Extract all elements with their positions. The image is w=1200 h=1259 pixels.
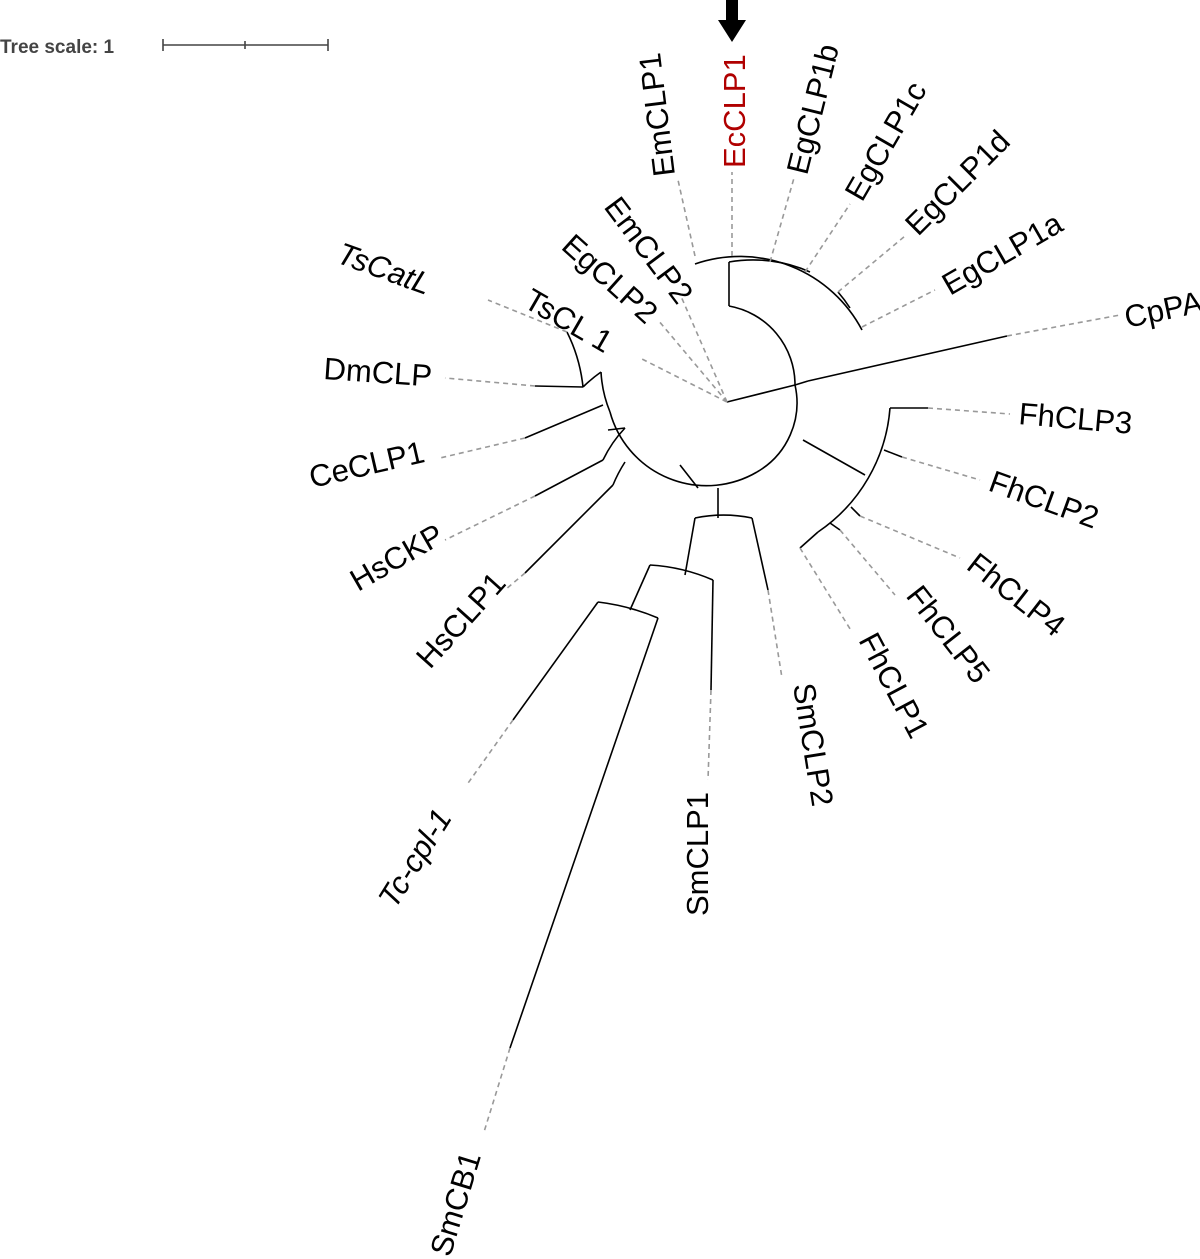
leaf-label-smclp2: SmCLP2 (786, 681, 840, 809)
leader-egclp1d (837, 235, 906, 293)
leaf-label-fhclp4: FhCLP4 (961, 546, 1072, 644)
branch (534, 385, 584, 388)
leaf-label-tscatl: TsCatL (333, 236, 436, 302)
leader-fhclp5 (839, 529, 896, 596)
leader-tc-cpl-1 (465, 719, 514, 787)
leaf-label-hsckp: HsCKP (344, 517, 450, 598)
branch-arc (694, 255, 863, 331)
leader-tscl1 (639, 357, 728, 403)
branch-arc (612, 461, 626, 486)
branch-arc (566, 331, 584, 388)
branch (850, 506, 861, 517)
branch-arc (600, 371, 611, 413)
leader-emclp1 (677, 179, 696, 257)
leaf-labels: EmCLP1 EcCLP1 EgCLP1b EgCLP1c EgCLP1d Eg… (306, 40, 1200, 1259)
arrow-head (718, 20, 746, 42)
leader-dmclp (444, 377, 536, 387)
branch (726, 384, 796, 403)
branch (802, 439, 866, 476)
branch (883, 449, 903, 458)
branch (524, 484, 614, 574)
leaf-label-fhclp5: FhCLP5 (899, 579, 997, 690)
branch-arc (728, 305, 796, 386)
leader-smclp1 (707, 689, 712, 781)
branch-arc (609, 411, 758, 487)
leaf-label-egclp1a: EgCLP1a (936, 205, 1069, 302)
branch-arc (649, 564, 714, 581)
branch-arc (602, 427, 626, 461)
branch (684, 517, 696, 576)
branch-arc (817, 407, 891, 533)
leaf-label-dmclp: DmCLP (323, 351, 434, 393)
leaf-label-fhclp1: FhCLP1 (852, 627, 936, 744)
leader-egclp1a (861, 289, 936, 328)
leader-emclp2 (679, 293, 728, 403)
leader-ceclp1 (439, 437, 526, 459)
leaf-label-egclp1c: EgCLP1c (838, 76, 934, 207)
leader-fhclp1 (799, 547, 853, 633)
branch-arc (694, 514, 753, 519)
branch (607, 427, 626, 431)
branch (807, 335, 1008, 382)
branch (710, 579, 714, 691)
leaf-label-egclp1d: EgCLP1d (898, 123, 1017, 242)
leaf-label-smclp1: SmCLP1 (680, 792, 715, 916)
branch (751, 517, 769, 591)
branch-arc (582, 371, 602, 388)
leaf-label-egclp1b: EgCLP1b (780, 40, 846, 177)
leader-cppap (1006, 314, 1121, 337)
leader-fhclp3 (927, 407, 1011, 415)
leader-egclp1b (769, 177, 795, 263)
branch (512, 601, 599, 721)
leader-smclp2 (767, 589, 783, 679)
highlight-arrow-icon (718, 0, 746, 42)
branch (799, 531, 819, 549)
leader-fhclp2 (901, 456, 981, 481)
branch (794, 380, 809, 386)
branch-arc (756, 384, 798, 473)
tree-branches (509, 255, 1008, 1049)
leaf-label-ecclp1: EcCLP1 (717, 54, 752, 168)
leaf-label-fhclp2: FhCLP2 (985, 464, 1104, 536)
leaf-label-smcb1: SmCB1 (423, 1148, 488, 1259)
arrow-shaft (726, 0, 738, 22)
branch-arc (597, 601, 659, 619)
branch (629, 564, 651, 611)
leaf-label-ceclp1: CeCLP1 (306, 434, 428, 494)
branch (534, 459, 604, 497)
leader-egclp1c (804, 203, 851, 273)
leaf-label-cppap: CpPAP (1121, 280, 1200, 335)
branch (524, 404, 604, 439)
leaf-label-fhclp3: FhCLP3 (1017, 396, 1133, 441)
leader-fhclp4 (859, 515, 961, 559)
leader-egclp2 (657, 319, 728, 403)
leader-hsclp1 (504, 572, 526, 591)
leaf-label-emclp1: EmCLP1 (632, 51, 682, 178)
tree-scale-label: Tree scale: 1 (0, 37, 115, 58)
branch (679, 464, 699, 489)
leaf-label-tc-cpl-1: Tc-cpl-1 (371, 803, 459, 914)
branch (509, 617, 659, 1049)
leader-smcb1 (483, 1047, 511, 1133)
tree-scale-legend: Tree scale: 1 (0, 37, 329, 58)
branch (829, 522, 841, 531)
leader-hsckp (444, 495, 536, 541)
leaf-label-hsclp1: HsCLP1 (409, 565, 512, 674)
leaf-leaders (439, 172, 1121, 1133)
